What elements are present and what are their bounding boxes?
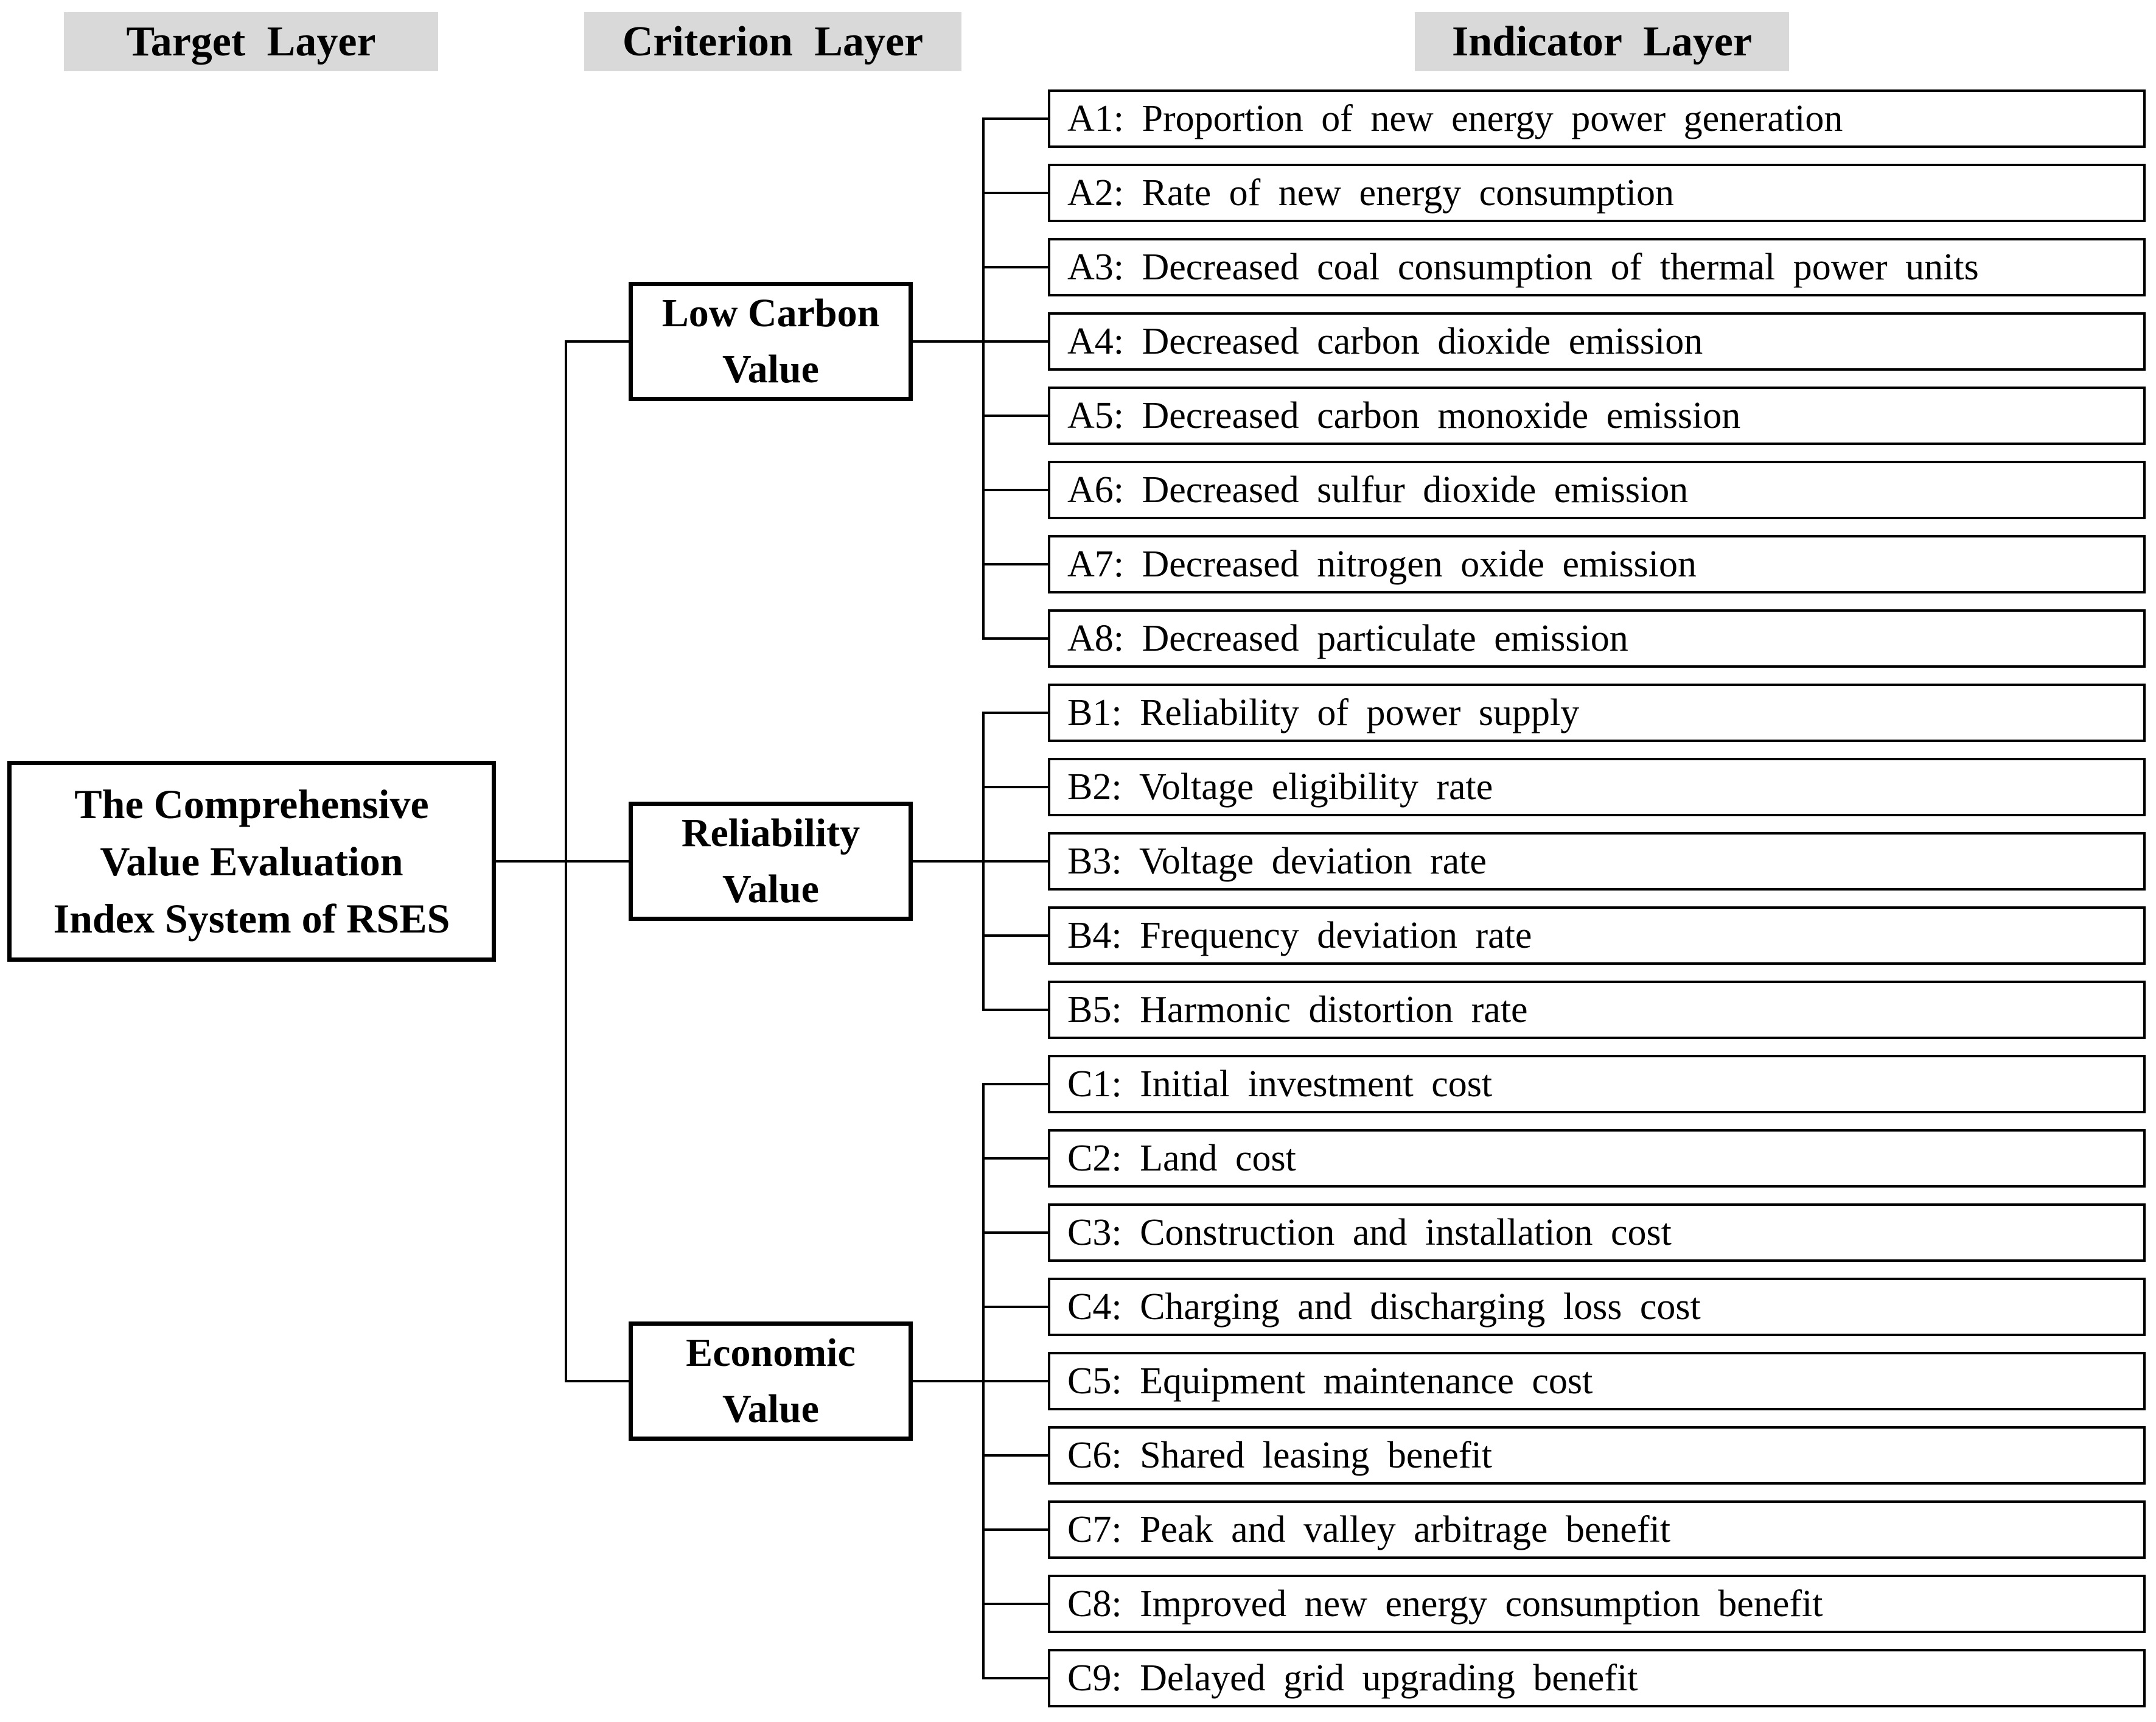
indicator-box-c4: C4: Charging and discharging loss cost <box>982 1278 2146 1336</box>
indicator-box-a2: A2: Rate of new energy consumption <box>982 164 2146 222</box>
target-box-line2: Value Evaluation <box>100 838 403 884</box>
connector-trunk-group-a <box>982 117 985 640</box>
target-box: The Comprehensive Value Evaluation Index… <box>7 761 496 962</box>
target-box-line3: Index System of RSES <box>53 895 450 942</box>
connector-trunk-group-b <box>982 712 985 1011</box>
indicator-box-c5: C5: Equipment maintenance cost <box>982 1352 2146 1410</box>
indicator-box-c9: C9: Delayed grid upgrading benefit <box>982 1649 2146 1707</box>
indicator-column: A1: Proportion of new energy power gener… <box>982 89 2146 1707</box>
connector-economic-to-children <box>910 1380 985 1382</box>
indicator-box-a6: A6: Decreased sulfur dioxide emission <box>982 461 2146 519</box>
indicator-box-a3: A3: Decreased coal consumption of therma… <box>982 238 2146 296</box>
indicator-box-b3: B3: Voltage deviation rate <box>982 832 2146 891</box>
criterion-box-low-carbon-value: Low Carbon Value <box>629 282 913 401</box>
connector-trunk-to-economic <box>565 1380 629 1382</box>
connector-trunk-to-low-carbon <box>565 340 629 343</box>
connector-trunk-group-c <box>982 1083 985 1679</box>
connector-reliability-to-children <box>910 860 985 863</box>
indicator-box-c8: C8: Improved new energy consumption bene… <box>982 1575 2146 1633</box>
connector-low-carbon-to-children <box>910 340 985 343</box>
indicator-box-c7: C7: Peak and valley arbitrage benefit <box>982 1500 2146 1559</box>
indicator-layer-header: Indicator Layer <box>1415 12 1789 71</box>
criterion-box-reliability-value: Reliability Value <box>629 802 913 921</box>
criterion-reliability-line1: Reliability <box>681 811 860 855</box>
criterion-low-carbon-line1: Low Carbon <box>661 291 880 335</box>
criterion-economic-line1: Economic <box>686 1331 856 1375</box>
indicator-box-a1: A1: Proportion of new energy power gener… <box>982 89 2146 148</box>
connector-trunk-to-reliability <box>565 860 629 863</box>
criterion-low-carbon-line2: Value <box>722 347 819 391</box>
indicator-box-c1: C1: Initial investment cost <box>982 1055 2146 1113</box>
indicator-box-b5: B5: Harmonic distortion rate <box>982 981 2146 1039</box>
target-layer-header: Target Layer <box>64 12 438 71</box>
criterion-layer-header: Criterion Layer <box>584 12 961 71</box>
indicator-box-a5: A5: Decreased carbon monoxide emission <box>982 387 2146 445</box>
criterion-economic-line2: Value <box>722 1387 819 1431</box>
target-box-line1: The Comprehensive <box>74 781 429 827</box>
connector-target-to-trunk <box>496 860 567 863</box>
indicator-box-c2: C2: Land cost <box>982 1129 2146 1188</box>
indicator-box-b4: B4: Frequency deviation rate <box>982 906 2146 965</box>
indicator-box-a8: A8: Decreased particulate emission <box>982 609 2146 668</box>
indicator-box-b2: B2: Voltage eligibility rate <box>982 758 2146 816</box>
criterion-reliability-line2: Value <box>722 867 819 911</box>
indicator-box-c6: C6: Shared leasing benefit <box>982 1426 2146 1485</box>
indicator-box-a7: A7: Decreased nitrogen oxide emission <box>982 535 2146 593</box>
indicator-box-a4: A4: Decreased carbon dioxide emission <box>982 312 2146 371</box>
indicator-box-c3: C3: Construction and installation cost <box>982 1203 2146 1262</box>
criterion-box-economic-value: Economic Value <box>629 1321 913 1441</box>
indicator-box-b1: B1: Reliability of power supply <box>982 684 2146 742</box>
